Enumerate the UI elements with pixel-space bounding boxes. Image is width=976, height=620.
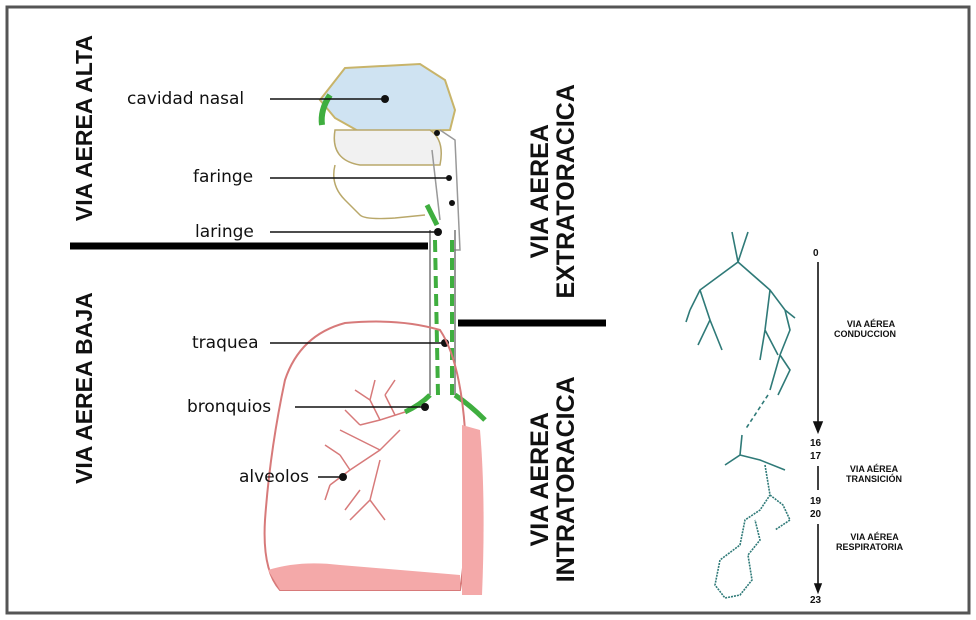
zone-label-lower: VIA AEREA BAJA: [72, 268, 96, 508]
generation-20: 20: [810, 509, 821, 520]
label-larynx: laringe: [195, 222, 254, 242]
respiratory-line1: VIA AÉREA: [846, 532, 903, 542]
label-trachea: traquea: [192, 333, 259, 353]
generation-23: 23: [810, 595, 821, 606]
generation-arrows: [814, 262, 822, 592]
intrathoracic-line2: INTRATORACICA: [553, 349, 579, 609]
zone-label-intrathoracic: VIA AEREA INTRATORACICA: [527, 349, 580, 609]
lung-illustration: [265, 322, 484, 595]
conduction-line1: VIA AÉREA: [846, 319, 896, 329]
extrathoracic-line2: EXTRATORACICA: [553, 71, 579, 311]
conduction-line2: CONDUCCION: [834, 329, 896, 339]
head-illustration: [320, 64, 460, 250]
zone-label-upper: VIA AEREA ALTA: [72, 8, 96, 248]
generation-17: 17: [810, 451, 821, 462]
label-nasal-cavity: cavidad nasal: [127, 89, 244, 109]
bronchial-tree: [686, 232, 795, 598]
generation-19: 19: [810, 496, 821, 507]
zone-conduction: VIA AÉREA CONDUCCION: [846, 319, 896, 339]
zone-transition: VIA AÉREA TRANSICIÓN: [846, 464, 902, 484]
label-alveoli: alveolos: [239, 467, 309, 487]
extrathoracic-line1: VIA AEREA: [527, 71, 553, 311]
transition-line1: VIA AÉREA: [846, 464, 902, 474]
transition-line2: TRANSICIÓN: [846, 474, 902, 484]
label-bronchi: bronquios: [187, 397, 271, 417]
generation-0: 0: [813, 248, 819, 259]
respiratory-line2: RESPIRATORIA: [836, 542, 903, 552]
intrathoracic-line1: VIA AEREA: [527, 349, 553, 609]
zone-respiratory: VIA AÉREA RESPIRATORIA: [846, 532, 903, 552]
generation-16: 16: [810, 438, 821, 449]
zone-label-extrathoracic: VIA AEREA EXTRATORACICA: [527, 71, 580, 311]
label-pharynx: faringe: [193, 167, 253, 187]
